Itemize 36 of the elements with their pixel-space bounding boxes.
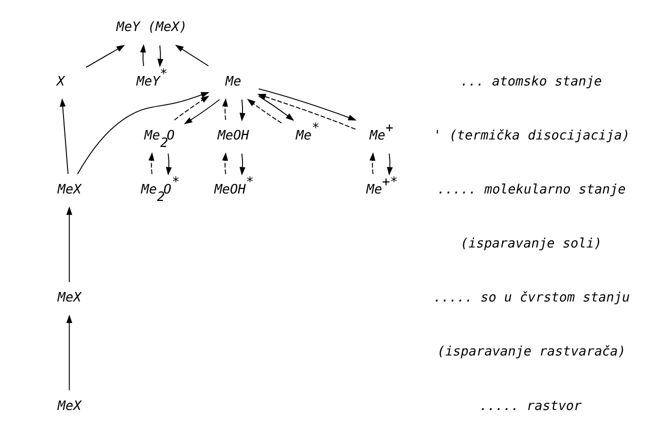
arrow bbox=[386, 153, 392, 176]
arrow bbox=[174, 96, 209, 120]
label: ..... rastvor bbox=[479, 398, 582, 414]
label: (isparavanje soli) bbox=[460, 236, 602, 252]
arrow bbox=[66, 314, 72, 391]
node-text: MeX bbox=[57, 290, 81, 306]
label: (isparavanje rastvarača) bbox=[436, 344, 626, 360]
arrow bbox=[165, 153, 172, 176]
node-text: X bbox=[56, 74, 64, 90]
node-text: MeOH bbox=[217, 128, 249, 144]
arrow bbox=[222, 152, 228, 175]
arrow bbox=[174, 44, 208, 66]
arrow bbox=[369, 152, 375, 175]
node-text: Me bbox=[225, 74, 241, 90]
node-text: MeX bbox=[57, 182, 81, 198]
label: ..... molekularno stanje bbox=[436, 182, 626, 198]
node-text: MeY (MeX) bbox=[116, 20, 187, 36]
arrow bbox=[148, 152, 154, 175]
arrow bbox=[239, 99, 245, 122]
label: ... atomsko stanje bbox=[460, 74, 602, 90]
node-text: MeX bbox=[57, 398, 81, 414]
label: ..... so u čvrstom stanju bbox=[432, 290, 630, 306]
arrow bbox=[157, 45, 163, 68]
arrow bbox=[140, 44, 146, 66]
arrow bbox=[59, 98, 68, 174]
label: ' (termička disocijacija) bbox=[432, 128, 630, 144]
arrow bbox=[246, 98, 282, 124]
arrow bbox=[85, 44, 124, 68]
arrow bbox=[258, 96, 294, 121]
arrow bbox=[256, 94, 356, 130]
arrow bbox=[222, 98, 228, 120]
arrow bbox=[76, 92, 209, 175]
arrow bbox=[183, 99, 220, 124]
arrow bbox=[66, 206, 72, 283]
arrow bbox=[239, 153, 245, 176]
arrow bbox=[258, 88, 356, 120]
